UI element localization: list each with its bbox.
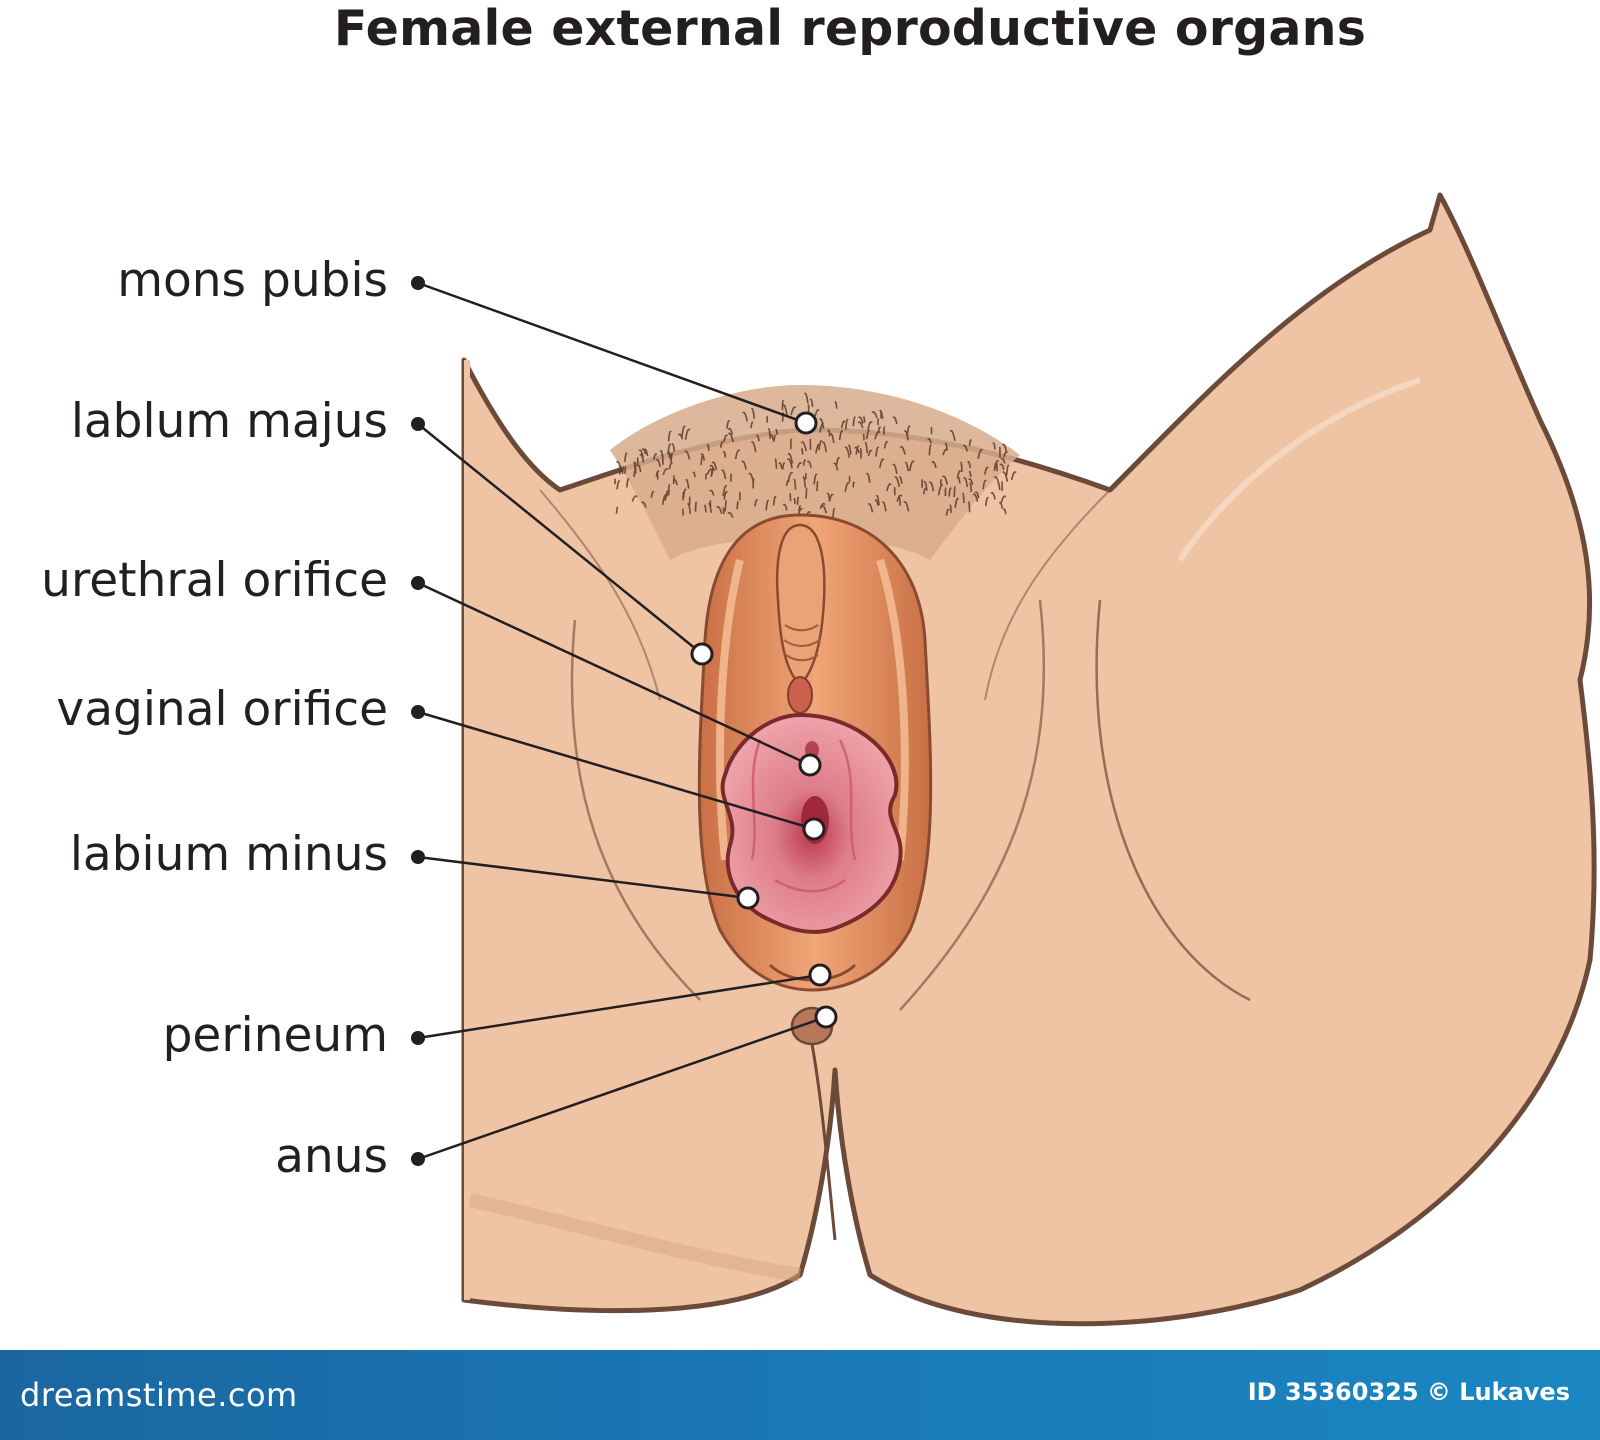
leader-target-vaginal-orifice bbox=[802, 817, 826, 841]
hair-strokes bbox=[613, 392, 1017, 519]
leader-target-perineum bbox=[808, 963, 832, 987]
leader-urethral-orifice bbox=[417, 581, 811, 767]
leader-start-dot-vaginal-orifice bbox=[411, 705, 425, 719]
leader-labium-minus bbox=[417, 855, 749, 900]
body-silhouette bbox=[461, 192, 1597, 1327]
footer-credit: ID 35360325 © Lukaves bbox=[1247, 1378, 1570, 1406]
leader-target-mons-pubis bbox=[794, 411, 818, 435]
diagram-title: Female external reproductive organs bbox=[333, 0, 1367, 57]
leader-mons-pubis bbox=[417, 281, 807, 425]
leader-start-dot-labium-minus bbox=[411, 850, 425, 864]
leader-perineum bbox=[417, 973, 821, 1040]
footer-brand[interactable]: dreamstime.com bbox=[20, 1376, 298, 1414]
leader-target-labium-minus bbox=[736, 886, 760, 910]
leader-target-anus bbox=[814, 1005, 838, 1029]
leader-start-dot-lablum-majus bbox=[411, 417, 425, 431]
label-lablum-majus: lablum majus bbox=[70, 394, 388, 449]
leader-start-dot-urethral-orifice bbox=[411, 576, 425, 590]
label-labium-minus: labium minus bbox=[69, 827, 388, 882]
leader-anus bbox=[417, 1015, 827, 1161]
leader-start-dot-anus bbox=[411, 1152, 425, 1166]
label-anus: anus bbox=[275, 1129, 388, 1184]
label-vaginal-orifice: vaginal orifice bbox=[56, 682, 388, 737]
label-urethral-orifice: urethral orifice bbox=[41, 553, 388, 608]
leader-target-urethral-orifice bbox=[798, 753, 822, 777]
label-perineum: perineum bbox=[162, 1008, 388, 1063]
leader-vaginal-orifice bbox=[417, 710, 815, 831]
leader-lines bbox=[411, 276, 838, 1166]
leader-start-dot-mons-pubis bbox=[411, 276, 425, 290]
leader-lablum-majus bbox=[417, 423, 703, 655]
leader-start-dot-perineum bbox=[411, 1031, 425, 1045]
pubic-hair bbox=[610, 385, 1020, 560]
footer-bar: dreamstime.com ID 35360325 © Lukaves bbox=[0, 1350, 1600, 1440]
label-mons-pubis: mons pubis bbox=[117, 253, 388, 308]
leader-target-lablum-majus bbox=[690, 642, 714, 666]
